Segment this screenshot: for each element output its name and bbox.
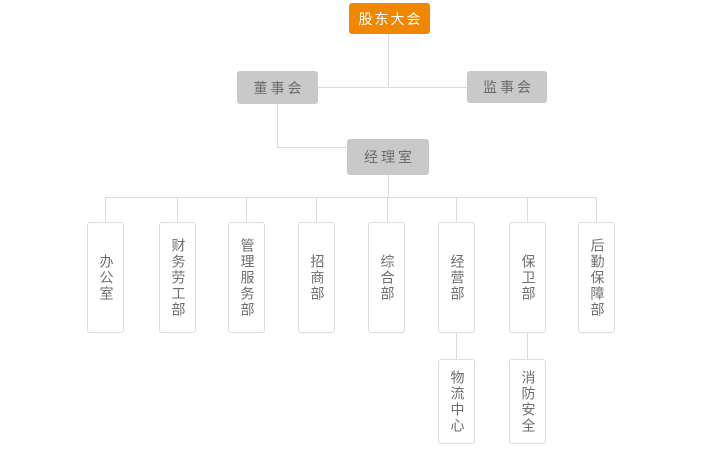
org-node-fire-safety: 消防安全 [509,359,546,444]
connector-stub-management-service [246,197,247,222]
connector-stub-security [527,197,528,222]
org-node-board-of-directors: 董事会 [237,71,318,104]
org-node-management-service-dept: 管理服务部 [228,222,265,333]
org-node-finance-labor-dept: 财务劳工部 [159,222,196,333]
connector-stub-logistics-support [596,197,597,222]
connector-stub-general-office [105,197,106,222]
connector-stub-finance-labor [177,197,178,222]
org-node-logistics-center: 物流中心 [438,359,475,444]
connector-security-to-fire-safety [527,333,528,359]
connector-operations-to-logistics-center [456,333,457,359]
connector-board-down [277,104,278,147]
org-node-security-dept: 保卫部 [509,222,546,333]
org-node-supervisory-board: 监事会 [467,71,547,103]
org-node-manager-office: 经理室 [347,139,429,175]
connector-stub-investment [316,197,317,222]
org-node-general-office: 办公室 [87,222,124,333]
connector-stub-operations [456,197,457,222]
connector-stub-comprehensive [387,197,388,222]
connector-manager-down [388,175,389,197]
org-node-comprehensive-dept: 综合部 [368,222,405,333]
connector-department-bus [105,197,597,198]
org-node-logistics-support-dept: 后勤保障部 [578,222,615,333]
connector-root-down [388,34,389,87]
org-node-shareholders-meeting: 股东大会 [349,3,430,34]
connector-level2-horizontal [318,87,467,88]
connector-to-manager-office [277,147,347,148]
org-node-operations-dept: 经营部 [438,222,475,333]
org-node-investment-promotion-dept: 招商部 [298,222,335,333]
